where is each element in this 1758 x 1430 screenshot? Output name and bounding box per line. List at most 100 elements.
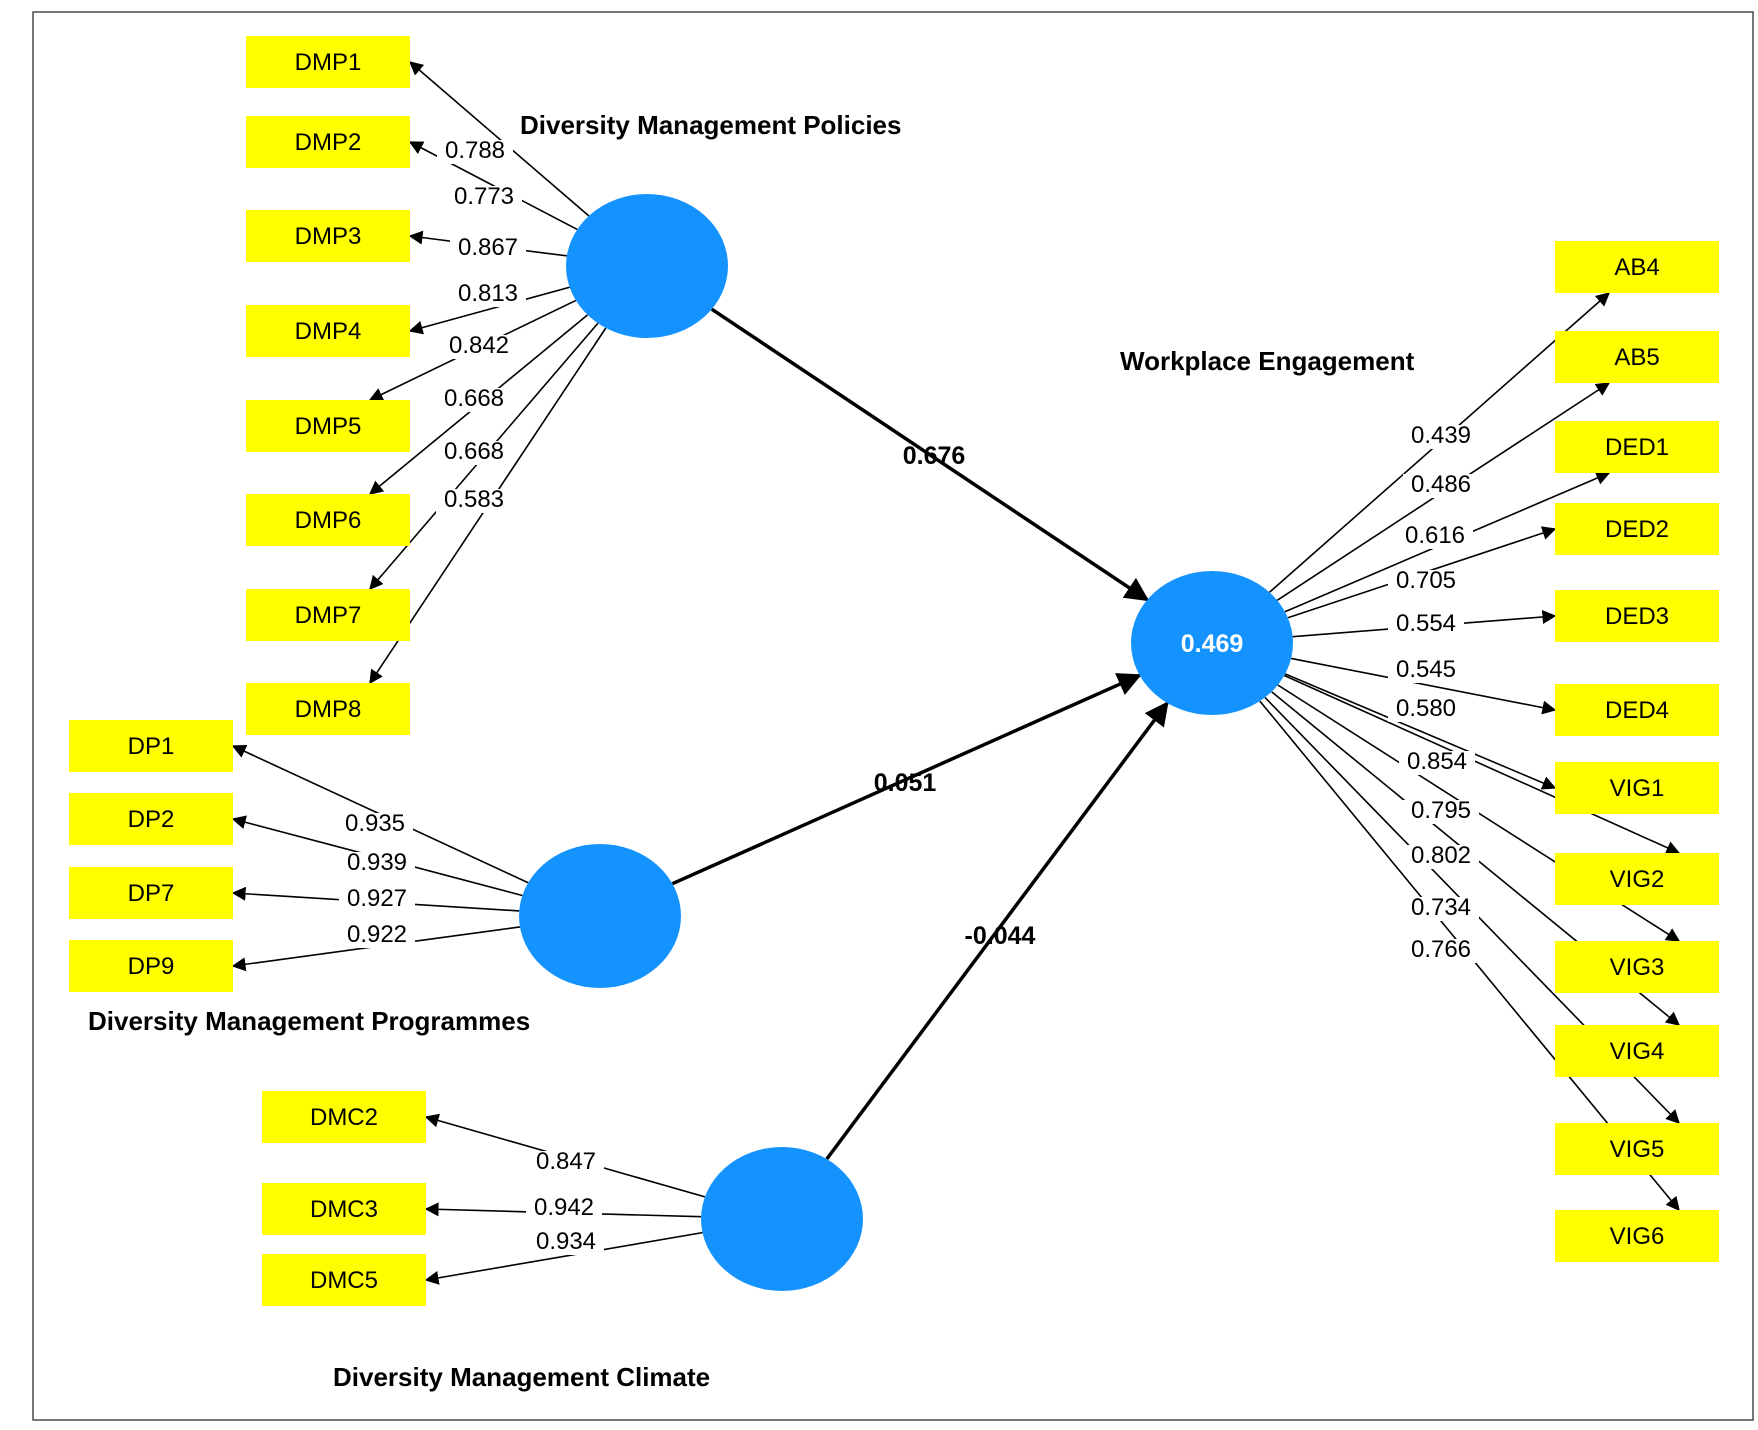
loading-value-vig2: 0.854 xyxy=(1407,748,1467,775)
loading-value-dp9: 0.922 xyxy=(347,921,407,948)
indicator-box-vig2[interactable] xyxy=(1555,853,1719,905)
indicator-label-vig3: VIG3 xyxy=(1610,954,1665,981)
indicator-label-ab5: AB5 xyxy=(1614,344,1659,371)
indicator-label-dp1: DP1 xyxy=(128,733,175,760)
indicator-box-dmp4[interactable] xyxy=(246,305,410,357)
loading-label-bg xyxy=(1403,897,1479,921)
indicator-box-vig1[interactable] xyxy=(1555,762,1719,814)
indicator-box-vig6[interactable] xyxy=(1555,1210,1719,1262)
indicator-label-ded2: DED2 xyxy=(1605,516,1669,543)
loading-arrow-vig2 xyxy=(1283,674,1681,855)
loading-label-bg xyxy=(1403,425,1479,449)
indicator-label-ded3: DED3 xyxy=(1605,603,1669,630)
loading-label-bg xyxy=(450,283,526,307)
loading-value-vig4: 0.802 xyxy=(1411,842,1471,869)
indicator-box-ded4[interactable] xyxy=(1555,684,1719,736)
loading-value-dmp3: 0.867 xyxy=(458,234,518,261)
indicator-label-vig2: VIG2 xyxy=(1610,866,1665,893)
loading-value-ab5: 0.486 xyxy=(1411,471,1471,498)
loading-label-bg xyxy=(450,237,526,261)
indicator-label-dp7: DP7 xyxy=(128,880,175,907)
construct-we[interactable] xyxy=(1131,571,1293,715)
loading-label-bg xyxy=(1388,659,1464,683)
indicator-box-dmp8[interactable] xyxy=(246,683,410,735)
indicator-box-dmp3[interactable] xyxy=(246,210,410,262)
loading-label-bg xyxy=(1403,474,1479,498)
indicator-label-dmp7: DMP7 xyxy=(295,602,362,629)
loading-label-bg xyxy=(437,140,513,164)
indicator-box-dmc3[interactable] xyxy=(262,1183,426,1235)
loading-value-ded3: 0.554 xyxy=(1396,610,1456,637)
indicator-box-ab4[interactable] xyxy=(1555,241,1719,293)
loading-value-vig6: 0.766 xyxy=(1411,936,1471,963)
r-squared-value: 0.469 xyxy=(1181,630,1244,658)
indicator-box-ded2[interactable] xyxy=(1555,503,1719,555)
loading-label-bg xyxy=(1403,800,1479,824)
loading-value-ab4: 0.439 xyxy=(1411,422,1471,449)
indicator-label-dmc2: DMC2 xyxy=(310,1104,378,1131)
indicator-label-dmp5: DMP5 xyxy=(295,413,362,440)
indicator-box-dmp2[interactable] xyxy=(246,116,410,168)
indicator-label-ded4: DED4 xyxy=(1605,697,1669,724)
indicator-box-ab5[interactable] xyxy=(1555,331,1719,383)
indicator-box-vig3[interactable] xyxy=(1555,941,1719,993)
loading-value-dp2: 0.939 xyxy=(347,849,407,876)
indicator-box-ded1[interactable] xyxy=(1555,421,1719,473)
loading-value-dp1: 0.935 xyxy=(345,810,405,837)
loading-label-bg xyxy=(528,1231,604,1255)
indicator-label-dmp6: DMP6 xyxy=(295,507,362,534)
indicator-label-dp9: DP9 xyxy=(128,953,175,980)
loading-label-bg xyxy=(339,888,415,912)
loading-value-ded4: 0.545 xyxy=(1396,656,1456,683)
indicator-box-dmp5[interactable] xyxy=(246,400,410,452)
loading-value-dmp6: 0.668 xyxy=(444,385,504,412)
indicator-box-vig4[interactable] xyxy=(1555,1025,1719,1077)
loading-value-dmp4: 0.813 xyxy=(458,280,518,307)
loading-value-dmc2: 0.847 xyxy=(536,1148,596,1175)
indicator-box-dp1[interactable] xyxy=(69,720,233,772)
indicator-box-vig5[interactable] xyxy=(1555,1123,1719,1175)
indicator-label-dmp1: DMP1 xyxy=(295,49,362,76)
construct-dmp[interactable] xyxy=(566,194,728,338)
indicator-label-vig6: VIG6 xyxy=(1610,1223,1665,1250)
loading-value-vig3: 0.795 xyxy=(1411,797,1471,824)
construct-title-dmp: Diversity Management Policies xyxy=(520,110,901,140)
construct-dmc[interactable] xyxy=(701,1147,863,1291)
indicator-box-ded3[interactable] xyxy=(1555,590,1719,642)
loading-label-bg xyxy=(1403,845,1479,869)
path-coefficient-dmp: 0.676 xyxy=(903,442,966,470)
loading-label-bg xyxy=(446,186,522,210)
indicator-label-dmp8: DMP8 xyxy=(295,696,362,723)
loading-arrow-ded4 xyxy=(1290,657,1557,715)
loading-value-dmp2: 0.773 xyxy=(454,183,514,210)
indicator-box-dmc5[interactable] xyxy=(262,1254,426,1306)
loading-label-bg xyxy=(1388,698,1464,722)
indicator-box-dmp7[interactable] xyxy=(246,589,410,641)
loading-label-bg xyxy=(441,335,517,359)
loading-label-bg xyxy=(1399,751,1475,775)
loading-value-dmp7: 0.668 xyxy=(444,438,504,465)
indicator-box-dmp6[interactable] xyxy=(246,494,410,546)
path-arrow-dmp-to-we xyxy=(710,307,1150,602)
path-arrow-dprog-to-we xyxy=(671,673,1142,886)
indicator-box-dmp1[interactable] xyxy=(246,36,410,88)
loading-value-dp7: 0.927 xyxy=(347,885,407,912)
diagram-frame xyxy=(32,11,1754,1421)
loading-value-ded2: 0.705 xyxy=(1396,567,1456,594)
indicator-label-vig1: VIG1 xyxy=(1610,775,1665,802)
loading-value-dmp5: 0.842 xyxy=(449,332,509,359)
indicator-label-dp2: DP2 xyxy=(128,806,175,833)
loading-arrow-dmc5 xyxy=(424,1231,703,1285)
loading-value-vig1: 0.580 xyxy=(1396,695,1456,722)
indicator-box-dp2[interactable] xyxy=(69,793,233,845)
path-arrow-dmc-to-we xyxy=(825,701,1169,1161)
loading-label-bg xyxy=(339,852,415,876)
indicator-box-dp7[interactable] xyxy=(69,867,233,919)
loading-value-ded1: 0.616 xyxy=(1405,522,1465,549)
construct-dprog[interactable] xyxy=(519,844,681,988)
construct-title-dprog: Diversity Management Programmes xyxy=(88,1006,530,1036)
indicator-box-dmc2[interactable] xyxy=(262,1091,426,1143)
indicator-box-dp9[interactable] xyxy=(69,940,233,992)
loading-value-dmc5: 0.934 xyxy=(536,1228,596,1255)
